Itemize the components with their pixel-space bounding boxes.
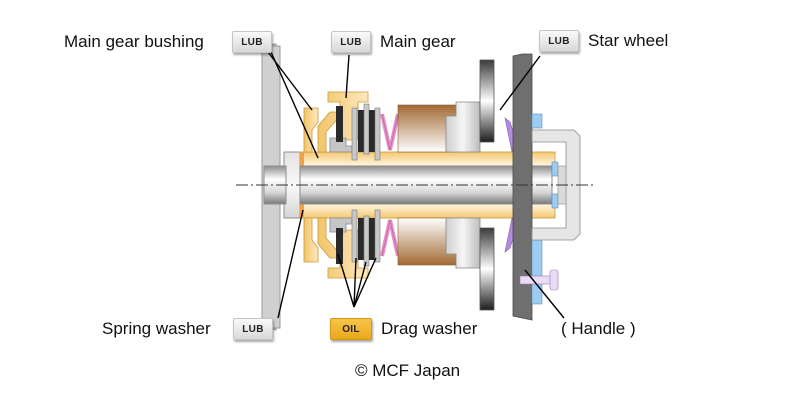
spring-washer-bottom bbox=[300, 204, 304, 218]
lub-badge-spring-washer: LUB bbox=[233, 318, 273, 340]
spring-bottom bbox=[380, 219, 400, 257]
spring-top-outline bbox=[381, 113, 399, 151]
leader-lines bbox=[267, 51, 565, 319]
lub-badge-main-gear-bushing: LUB bbox=[232, 31, 272, 53]
label-main-gear-bushing: Main gear bushing bbox=[64, 32, 204, 51]
label-drag-washer: Drag washer bbox=[381, 319, 478, 338]
copyright-text: © MCF Japan bbox=[355, 361, 461, 380]
spring-bottom-outline bbox=[381, 219, 399, 257]
blue-nut-top bbox=[551, 161, 559, 177]
star-wheel-top bbox=[479, 59, 495, 143]
spring-washer-top bbox=[300, 152, 304, 166]
label-handle: ( Handle ) bbox=[561, 319, 636, 338]
blue-part-top bbox=[531, 113, 543, 129]
gear-bushing-part-top bbox=[303, 107, 319, 153]
star-wheel-bottom bbox=[479, 227, 495, 311]
end-cap bbox=[531, 129, 581, 241]
spring-top bbox=[380, 113, 400, 151]
lub-badge-main-gear: LUB bbox=[331, 31, 371, 53]
gear-bushing-part-bottom bbox=[303, 217, 319, 263]
lub-badge-star-wheel: LUB bbox=[539, 30, 579, 52]
blue-nut-bottom bbox=[551, 193, 559, 209]
label-spring-washer: Spring washer bbox=[102, 319, 211, 338]
label-star-wheel: Star wheel bbox=[588, 31, 669, 50]
oil-badge-drag-washer: OIL bbox=[330, 318, 372, 340]
blue-part-bottom bbox=[531, 239, 543, 305]
label-main-gear: Main gear bbox=[380, 32, 456, 51]
drag-washer-stack-bottom bbox=[336, 209, 381, 267]
drag-washer-stack-top bbox=[336, 103, 381, 161]
handle-plate bbox=[512, 53, 533, 321]
handle-screw bbox=[519, 269, 559, 291]
